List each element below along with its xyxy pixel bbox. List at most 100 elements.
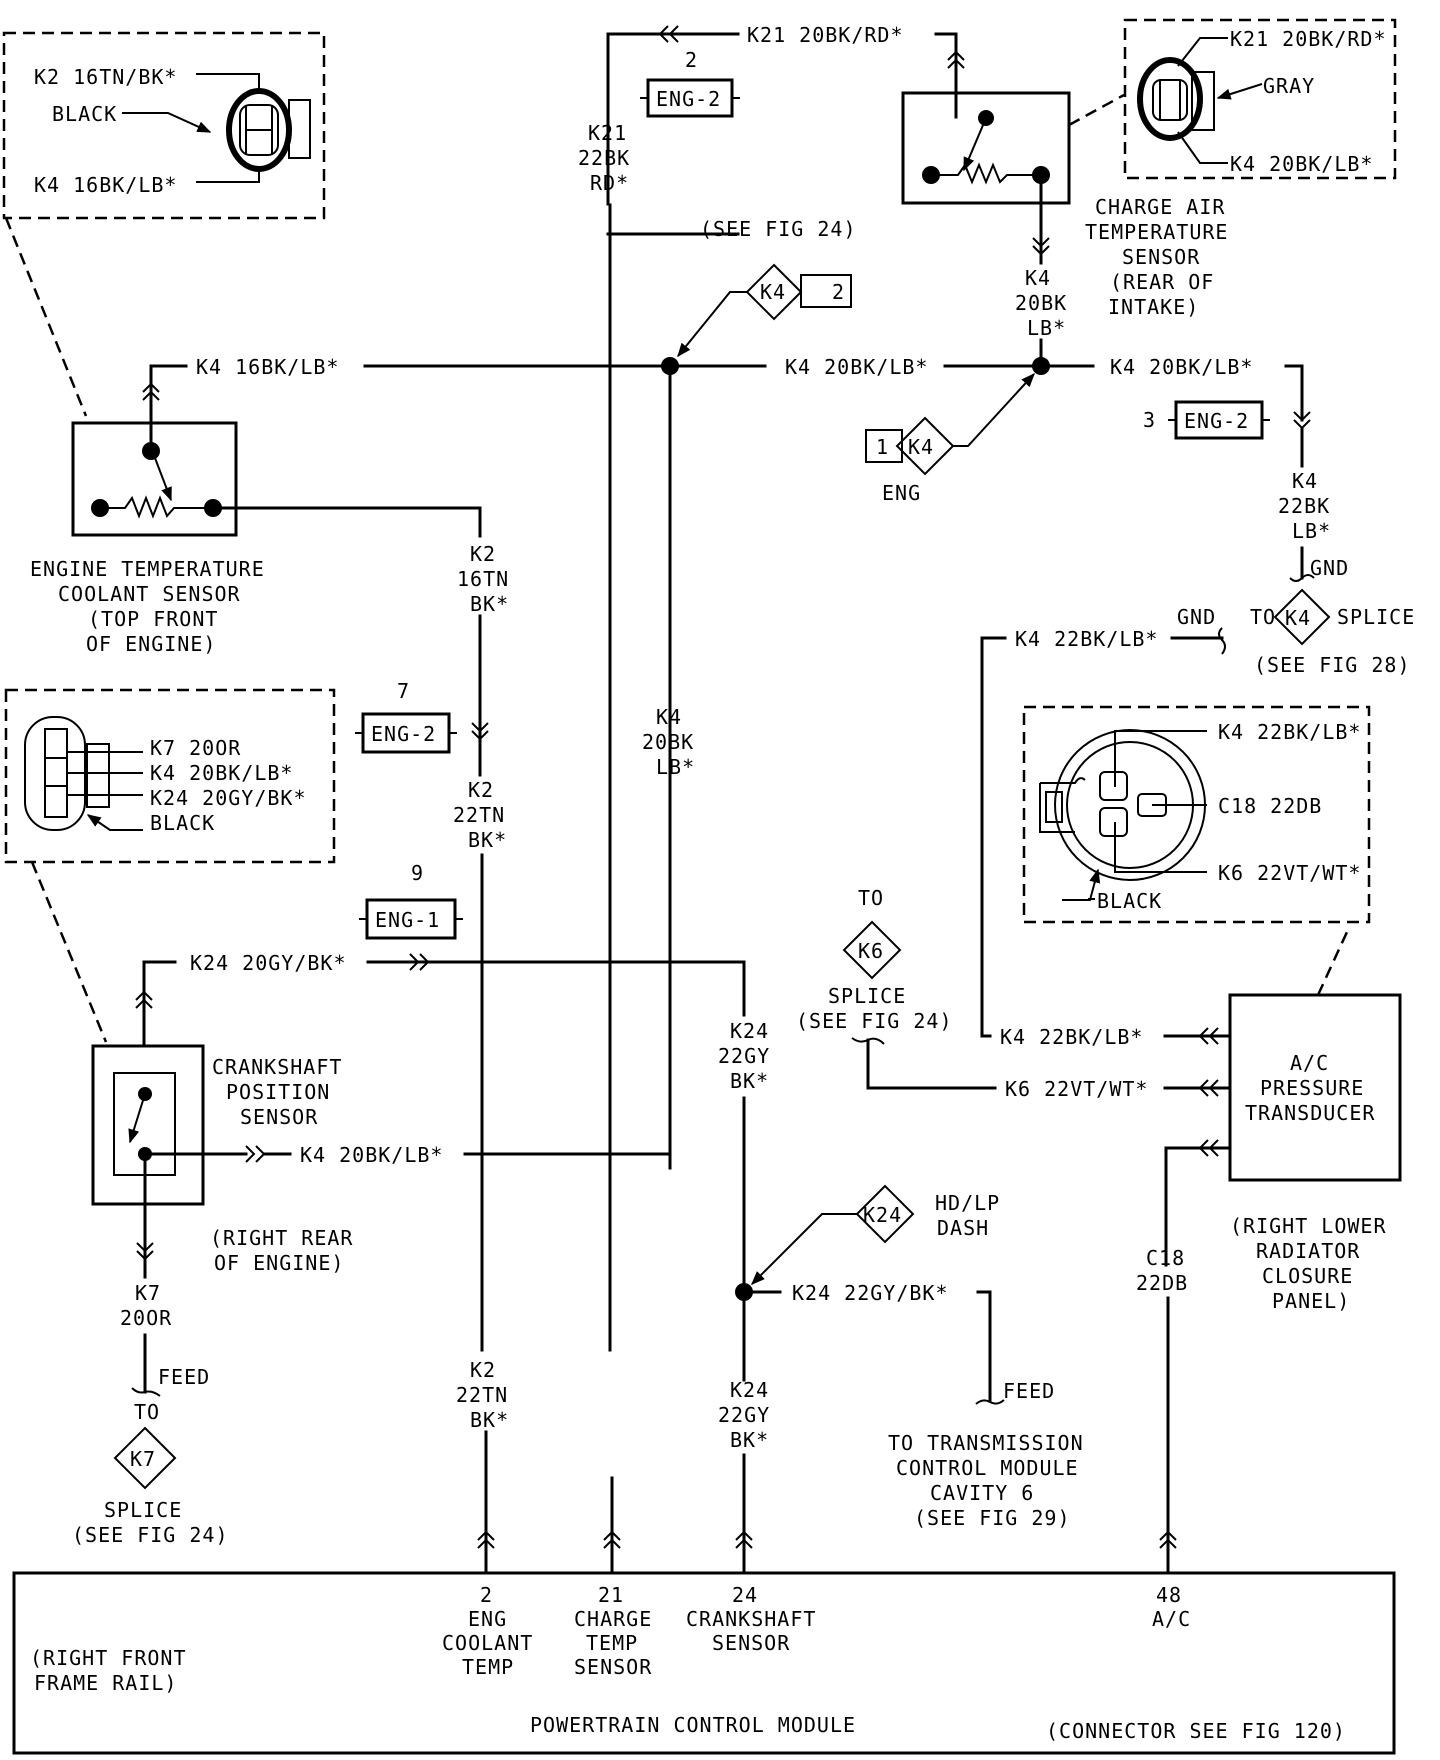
dash-label: DASH (937, 1216, 989, 1240)
k21-vert-label-3: RD* (590, 171, 629, 195)
ckp-color-label: BLACK (150, 811, 215, 835)
k4-gnd-splice-label: K4 (1285, 606, 1311, 630)
c18-label-2: 22DB (1136, 1271, 1188, 1295)
cat-color-label: GRAY (1263, 74, 1315, 98)
cat-pin-k21-label: K21 20BK/RD* (1230, 27, 1387, 51)
k6-splice-diamond (842, 920, 902, 980)
ckp-connector-view: K7 20OR K4 20BK/LB* K24 20GY/BK* BLACK (4, 688, 336, 1043)
ckp-pin-k4: K4 20BK/LB* (150, 761, 293, 785)
k2-22-label-1: K2 (468, 778, 494, 802)
k6-splice-label: K6 (858, 939, 884, 963)
ect-name-3: (TOP FRONT (88, 607, 218, 631)
eng2-right-cavity: 3 (1143, 408, 1156, 432)
eng-k4-splice: 1 K4 ENG (865, 372, 1035, 505)
k4-gnd-splice-diamond (1273, 588, 1331, 646)
k24-vert-label-3: BK* (730, 1069, 769, 1093)
pcm-location-1: (RIGHT FRONT (30, 1646, 187, 1670)
eng1-cavity: 9 (411, 861, 424, 885)
pcm-cavity-2-l1: ENG (468, 1607, 507, 1631)
ect-name-4: OF ENGINE) (86, 632, 216, 656)
k4-cat-label-1: K4 (1025, 266, 1051, 290)
pcm-cavity-48-num: 48 (1156, 1583, 1182, 1607)
k4-22-gnd-label: K4 22BK/LB* (1015, 627, 1158, 651)
k4-cat-label-2: 20BK (1015, 291, 1067, 315)
k2-22-label-3: BK* (468, 828, 507, 852)
cat-name-4: (REAR OF (1110, 270, 1214, 294)
k24-20-label: K24 20GY/BK* (190, 951, 347, 975)
cat-name-5: INTAKE) (1108, 295, 1199, 319)
eng2-right-connector (1174, 400, 1264, 440)
ckp-name-2: POSITION (226, 1080, 330, 1104)
k4-vert-label-3: LB* (656, 755, 695, 779)
eng-k4-cavity: 1 (876, 435, 889, 459)
k24-pcm-label-3: BK* (730, 1428, 769, 1452)
ac-pin-k6: K6 22VT/WT* (1218, 861, 1361, 885)
k21-vert-label-2: 22BK (578, 146, 630, 170)
k7-splice-diamond (113, 1426, 177, 1490)
k2-pcm-label-2: 22TN (456, 1383, 508, 1407)
eng-k4-sub: ENG (882, 481, 921, 505)
ckp-pin-k24: K24 20GY/BK* (150, 786, 307, 810)
ckp-pin-k7: K7 20OR (150, 736, 241, 760)
ect-name-1: ENGINE TEMPERATURE (30, 557, 265, 581)
k21-top-label: K21 20BK/RD* (747, 23, 904, 47)
k2-wire: K2 16TN BK* 7 ENG-2 K2 22TN BK* 9 ENG-1 … (355, 542, 509, 1574)
see-fig-24-top: (SEE FIG 24) (700, 217, 857, 241)
engine-coolant-temp-sensor: ENGINE TEMPERATURE COOLANT SENSOR (TOP F… (30, 382, 482, 656)
tcm-label-2: CONTROL MODULE (896, 1456, 1079, 1480)
tcm-label-3: CAVITY 6 (930, 1481, 1034, 1505)
k21-wire: K21 20BK/RD* 2 ENG-2 K21 22BK RD* (578, 23, 958, 1574)
ac-pin-k4: K4 22BK/LB* (1218, 720, 1361, 744)
tcm-label-1: TO TRANSMISSION (888, 1431, 1084, 1455)
k4-20-mid-label: K4 20BK/LB* (785, 355, 928, 379)
ac-name-3: TRANSDUCER (1245, 1101, 1375, 1125)
eng2-top-label: ENG-2 (656, 87, 721, 111)
ac-loc-4: PANEL) (1272, 1289, 1350, 1313)
ac-loc-3: CLOSURE (1262, 1264, 1353, 1288)
ckp-name-3: SENSOR (240, 1105, 318, 1129)
k7-label-2: 20OR (120, 1306, 172, 1330)
k2-16-label-3: BK* (470, 592, 509, 616)
ac-name-1: A/C (1290, 1051, 1329, 1075)
cat-pin-k4-label: K4 20BK/LB* (1230, 152, 1373, 176)
ac-name-2: PRESSURE (1260, 1076, 1364, 1100)
ac-loc-1: (RIGHT LOWER (1230, 1214, 1387, 1238)
k7-splice-label: K7 (130, 1447, 156, 1471)
ac-pressure-transducer: A/C PRESSURE TRANSDUCER C18 22DB (RIGHT … (1136, 931, 1402, 1574)
pcm-pin-connectors (477, 1530, 1177, 1549)
k24-pcm-label-2: 22GY (718, 1403, 770, 1427)
ac-connector-view: K4 22BK/LB* C18 22DB K6 22VT/WT* BLACK (1022, 705, 1371, 924)
cat-connector-view: K21 20BK/RD* GRAY K4 20BK/LB* (1123, 18, 1397, 180)
see-fig-24-k6: (SEE FIG 24) (796, 1009, 953, 1033)
k2-22-label-2: 22TN (453, 803, 505, 827)
pcm-cavity-2-l2: COOLANT (442, 1631, 533, 1655)
pcm-cavity-21-l2: TEMP (586, 1631, 638, 1655)
ckp-name-1: CRANKSHAFT (212, 1055, 342, 1079)
splice-label-k4: SPLICE (1337, 605, 1415, 629)
splice-dot-k4-right (1032, 357, 1050, 375)
k24-splice-label: K24 (863, 1203, 902, 1227)
k24-splice-diamond (855, 1184, 915, 1244)
pcm-cavity-21-l3: SENSOR (574, 1655, 652, 1679)
k4-main-wire: K4 16BK/LB* K4 20BK/LB* (SEE FIG 24) K4 … (149, 217, 1095, 1170)
tcm-label-4: (SEE FIG 29) (914, 1506, 1071, 1530)
ac-loc-2: RADIATOR (1256, 1239, 1360, 1263)
eng1-label: ENG-1 (375, 908, 440, 932)
to-label-k7: TO (134, 1400, 160, 1424)
k4-22-right-2: 22BK (1278, 494, 1330, 518)
ect-pin-k4-label: K4 16BK/LB* (34, 173, 177, 197)
splice-label-k6: SPLICE (828, 984, 906, 1008)
ect-pin-k2-label: K2 16TN/BK* (34, 65, 177, 89)
ect-connector-view: K2 16TN/BK* BLACK K4 16BK/LB* (2, 31, 326, 417)
splice-label-k7: SPLICE (104, 1498, 182, 1522)
k24-wire: K24 22GY BK* K24 HD/LP DASH K24 22GY/BK*… (718, 1019, 1084, 1574)
ect-color-label: BLACK (52, 102, 117, 126)
feed-label-k7: FEED (158, 1365, 210, 1389)
k24-vert-label-2: 22GY (718, 1044, 770, 1068)
ckp-loc-2: OF ENGINE) (214, 1251, 344, 1275)
ac-pin-c18: C18 22DB (1218, 794, 1322, 818)
ckp-loc-1: (RIGHT REAR (210, 1226, 353, 1250)
gnd-label-1: GND (1310, 556, 1349, 580)
k24-22-h-label: K24 22GY/BK* (792, 1281, 949, 1305)
